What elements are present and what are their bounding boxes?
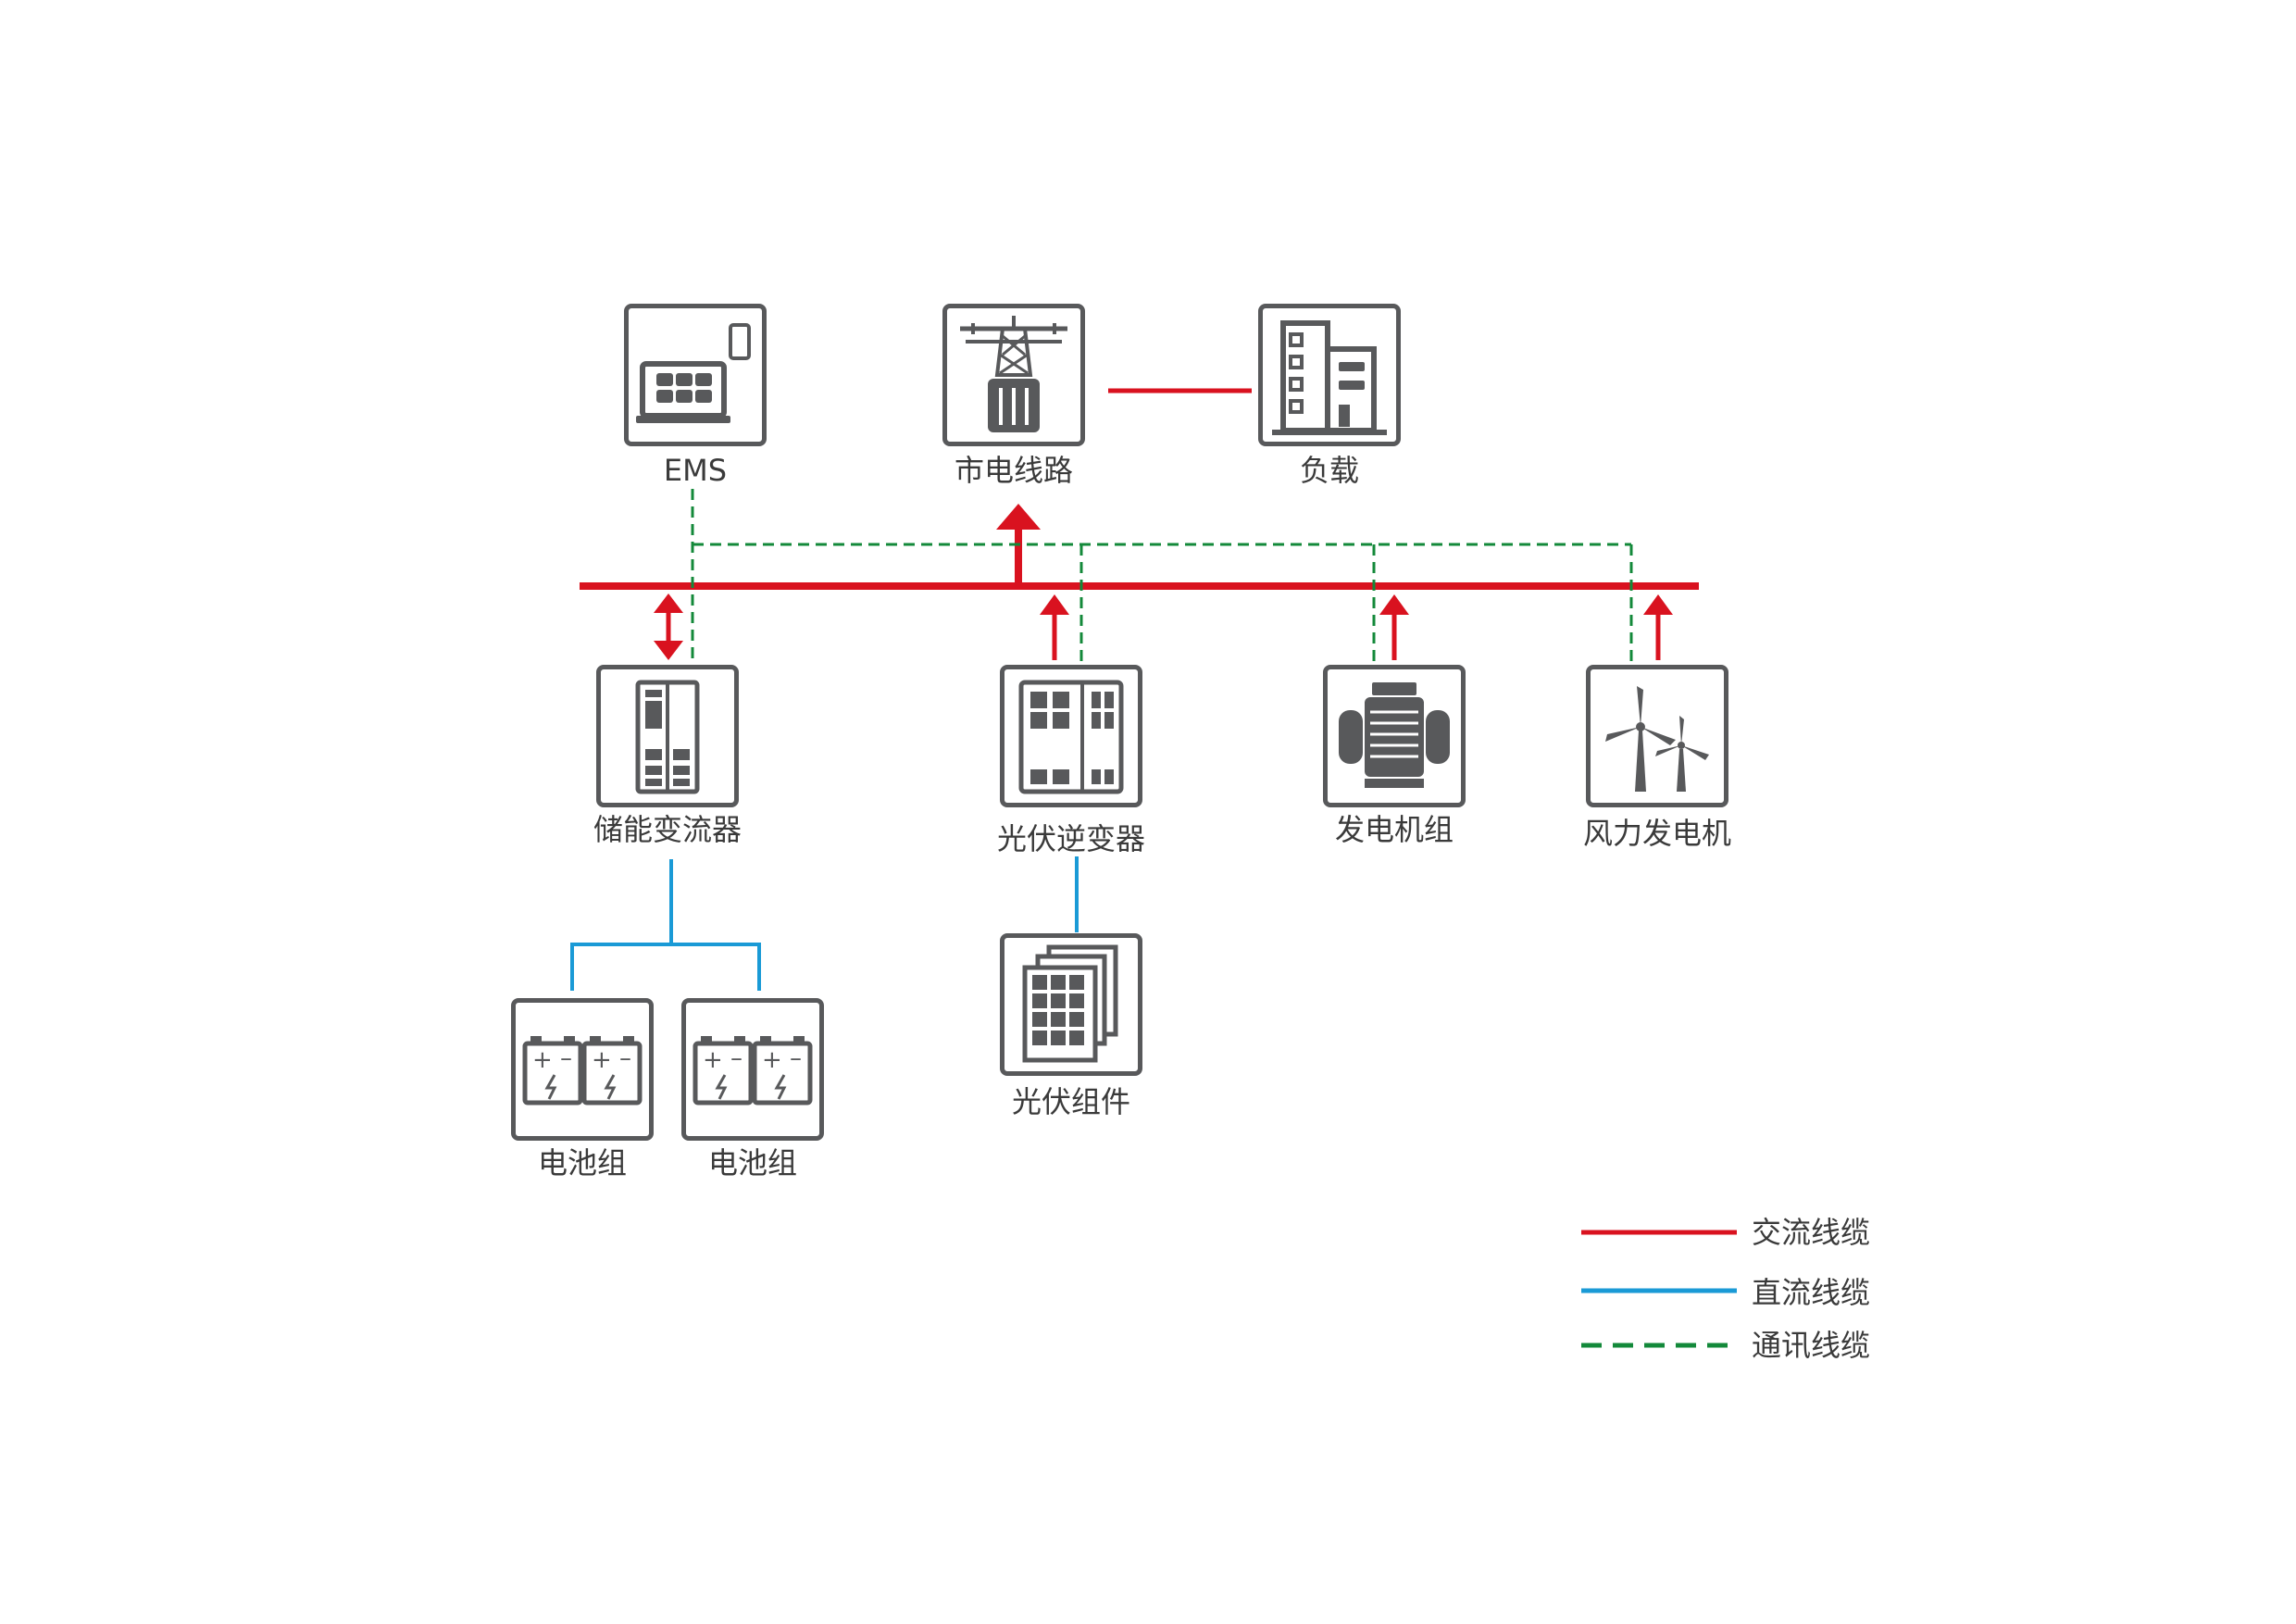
svg-text:–: – <box>619 1044 631 1072</box>
wind-node <box>1586 665 1728 807</box>
wind-label: 风力发电机 <box>1582 816 1731 851</box>
battery-1-node: + – + – <box>511 998 654 1141</box>
load-label: 负载 <box>1299 453 1359 488</box>
generator-node <box>1323 665 1466 807</box>
battery-2-node: + – + – <box>681 998 824 1141</box>
svg-text:+: + <box>703 1046 723 1074</box>
generator-icon <box>1339 682 1450 788</box>
pv-inverter-label: 光伏逆变器 <box>996 821 1145 856</box>
svg-text:–: – <box>730 1044 742 1072</box>
comm-lines <box>691 489 1633 665</box>
solar-panel-icon <box>1022 944 1118 1063</box>
legend-dc-label: 直流线缆 <box>1752 1275 1871 1310</box>
legend-comm-label: 通讯线缆 <box>1752 1328 1871 1363</box>
battery-2-label: 电池组 <box>707 1145 797 1181</box>
cabinet-icon <box>635 680 700 794</box>
pv-module-node <box>1000 933 1142 1076</box>
svg-text:–: – <box>790 1044 802 1072</box>
pcs-arrow-down <box>654 641 683 660</box>
wind-arrow-head <box>1643 594 1673 615</box>
pv-inverter-node <box>1000 665 1142 807</box>
pv-inverter-arrow-head <box>1040 594 1069 615</box>
inverter-cabinet-icon <box>1018 680 1124 794</box>
battery-icon: + – + – <box>693 1036 813 1106</box>
battery-1-label: 电池组 <box>537 1145 627 1181</box>
svg-text:+: + <box>592 1046 612 1074</box>
power-tower-icon <box>960 316 1067 432</box>
pcs-node <box>596 665 739 807</box>
battery-icon: + – + – <box>522 1036 643 1106</box>
generator-arrow-head <box>1379 594 1409 615</box>
building-icon <box>1272 320 1387 435</box>
load-node <box>1258 304 1401 446</box>
laptop-phone-icon <box>636 323 751 423</box>
pv-module-label: 光伏组件 <box>1011 1084 1130 1119</box>
grid-arrow-head <box>996 504 1041 530</box>
dc-lines <box>570 856 1079 991</box>
generator-label: 发电机组 <box>1334 812 1454 847</box>
ems-node <box>624 304 767 446</box>
pcs-arrow-up <box>654 593 683 613</box>
grid-label: 市电线路 <box>954 453 1073 488</box>
grid-node <box>942 304 1085 446</box>
svg-text:+: + <box>532 1046 553 1074</box>
ems-label: EMS <box>663 453 728 488</box>
svg-text:–: – <box>560 1044 572 1072</box>
wind-turbine-icon <box>1605 686 1709 792</box>
legend-ac-label: 交流线缆 <box>1752 1215 1871 1250</box>
pcs-label: 储能变流器 <box>593 812 742 847</box>
svg-text:+: + <box>762 1046 782 1074</box>
